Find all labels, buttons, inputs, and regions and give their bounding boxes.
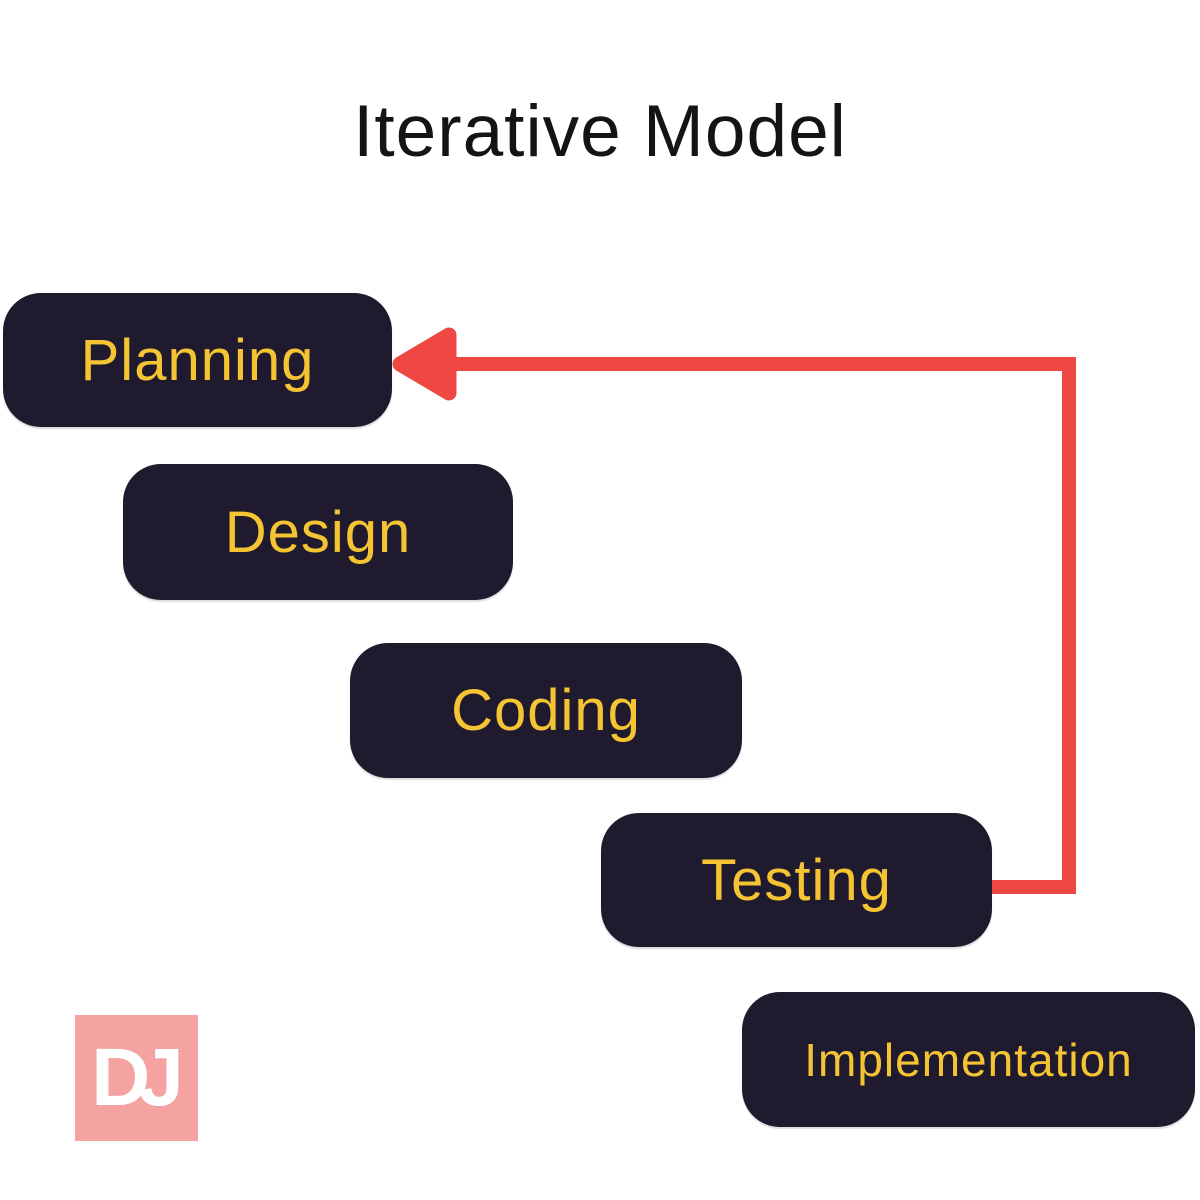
step-design-label: Design bbox=[224, 499, 412, 565]
dj-logo-text: DJ bbox=[91, 1032, 184, 1123]
feedback-arrow-line bbox=[452, 357, 1076, 894]
arrow-head-icon bbox=[392, 327, 457, 401]
step-planning-label: Planning bbox=[80, 327, 315, 393]
diagram-title: Iterative Model bbox=[353, 91, 847, 172]
step-implementation-label: Implementation bbox=[804, 1033, 1133, 1086]
step-coding-label: Coding bbox=[451, 678, 641, 743]
step-testing-label: Testing bbox=[701, 847, 892, 913]
step-testing: Testing bbox=[601, 813, 992, 947]
step-implementation: Implementation bbox=[742, 992, 1195, 1127]
step-coding: Coding bbox=[350, 643, 742, 778]
step-design: Design bbox=[123, 464, 513, 600]
dj-logo: DJ bbox=[75, 1015, 198, 1141]
step-planning: Planning bbox=[3, 293, 392, 427]
